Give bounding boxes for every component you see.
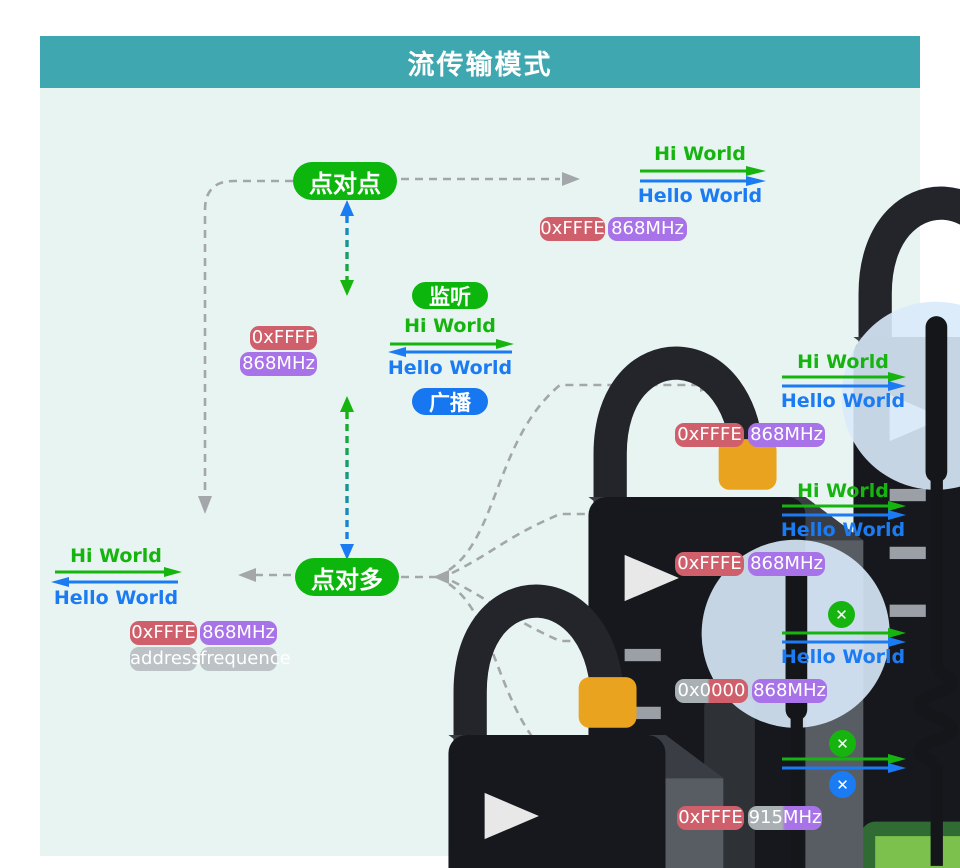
hello-arrowhead-left [51, 577, 69, 587]
page-title: 流传输模式 [407, 49, 553, 81]
frequency-tag-top-right: 868MHz [608, 217, 687, 241]
address-tag-right-3: 0x0000 [675, 679, 748, 703]
node-point-to-multi: 点对多 [295, 558, 399, 596]
connector-fan-row1 [448, 383, 700, 572]
hello-arrowhead-top-right [746, 176, 766, 186]
node-broadcast: 广播 [412, 388, 488, 415]
message-arrows [51, 166, 906, 773]
hello-arrowhead-right-4 [888, 763, 906, 773]
hello-world-text-right-2: Hello World [780, 519, 906, 541]
arrowhead-down-into-left-device [198, 496, 212, 514]
hi-arrowhead-left [164, 567, 182, 577]
hello-world-text-top-right: Hello World [637, 185, 763, 207]
address-caption-left: address [130, 647, 201, 671]
frequency-tag-right-4: 915MHz [748, 806, 822, 830]
hello-world-text-right-3: Hello World [780, 646, 906, 668]
node-listen: 监听 [412, 282, 488, 309]
arrowhead-up-blue [340, 200, 354, 216]
hello-arrowhead-right-3 [888, 637, 906, 647]
hello-world-text-left: Hello World [53, 587, 179, 609]
hi-arrowhead-right-1 [888, 372, 906, 382]
frequency-tag-center: 868MHz [240, 352, 317, 376]
frequency-tag-right-1: 868MHz [748, 423, 825, 447]
node-point-to-point: 点对点 [293, 162, 397, 200]
hi-world-text-right-2: Hi World [797, 480, 889, 502]
blocked-icon-green-right-3: ✕ [828, 601, 855, 628]
arrowhead-down-green [340, 280, 354, 296]
hi-arrowhead-top-right [746, 166, 766, 176]
connector-p2p-to-left-device [203, 179, 293, 498]
hi-world-text-left: Hi World [70, 545, 162, 567]
hello-world-text-right-1: Hello World [780, 390, 906, 412]
hi-arrowhead-right-2 [888, 501, 906, 511]
hello-arrowhead-right-2 [888, 510, 906, 520]
blocked-icon-blue-right-4: ✕ [829, 771, 856, 798]
arrowhead-up-green [340, 396, 354, 412]
arrowhead-down-blue [340, 544, 354, 560]
hi-world-text-right-1: Hi World [797, 351, 889, 373]
address-tag-right-1: 0xFFFE [675, 423, 744, 447]
arrowhead-back-to-p2m [433, 570, 449, 584]
frequence-caption-left: frequence [200, 647, 291, 671]
frequency-tag-right-3: 868MHz [752, 679, 827, 703]
hi-arrowhead-right-3 [888, 628, 906, 638]
hi-world-text-center: Hi World [404, 315, 496, 337]
address-tag-center: 0xFFFF [250, 326, 317, 350]
address-tag-right-2: 0xFFFE [675, 552, 744, 576]
blocked-icon-green-right-4: ✕ [829, 730, 856, 757]
connector-fan-row2 [451, 512, 700, 575]
address-tag-top-right: 0xFFFE [540, 217, 605, 241]
frequency-tag-left: 868MHz [200, 621, 277, 645]
hello-arrowhead-right-1 [888, 381, 906, 391]
arrowhead-into-top-right-device [562, 172, 580, 186]
hello-world-text-center: Hello World [387, 357, 513, 379]
frequency-tag-right-2: 868MHz [748, 552, 825, 576]
title-bar: 流传输模式 [40, 36, 920, 88]
address-tag-left: 0xFFFE [130, 621, 197, 645]
hello-arrowhead-center [388, 347, 406, 357]
hi-arrowhead-center [496, 339, 514, 349]
vertical-mode-arrows [340, 200, 354, 560]
arrowhead-left-into-left-device [238, 568, 256, 582]
hi-world-text-top-right: Hi World [654, 143, 746, 165]
hi-arrowhead-right-4 [888, 754, 906, 764]
address-tag-right-4: 0xFFFE [677, 806, 744, 830]
